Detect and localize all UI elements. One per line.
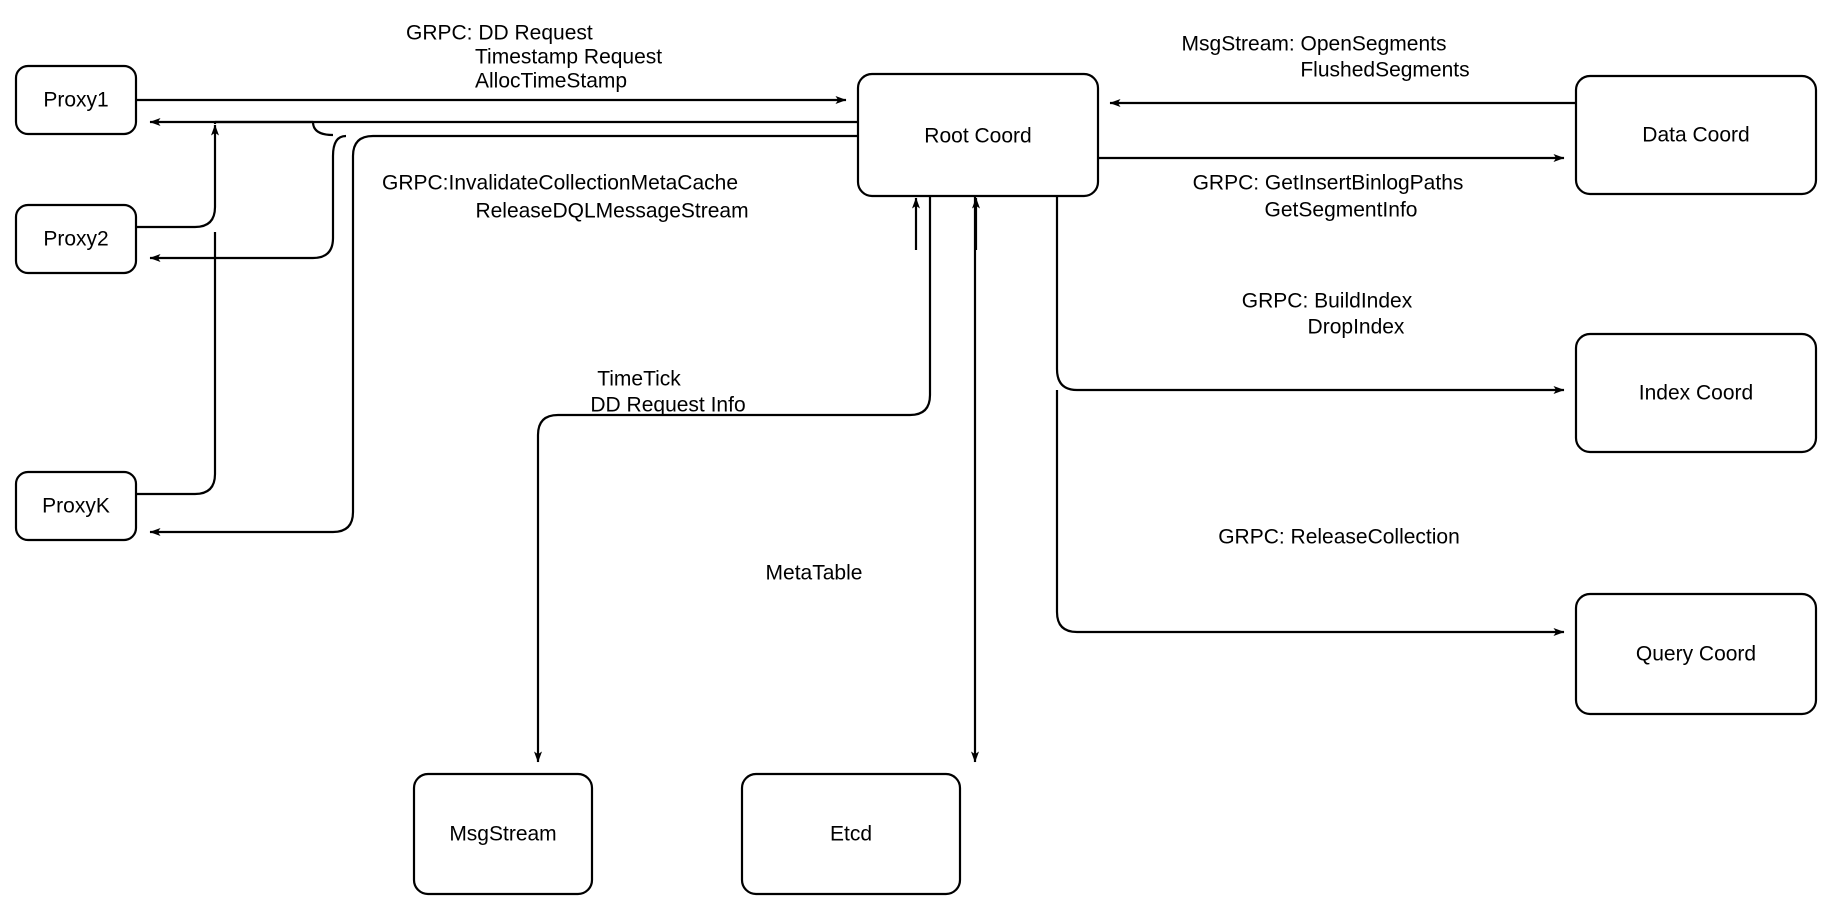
node-proxy1[interactable]: Proxy1 xyxy=(14,64,138,136)
edge-label-root-to-querycoord-line1: GRPC: ReleaseCollection xyxy=(1218,526,1460,549)
node-rootcoord-label: Root Coord xyxy=(924,125,1031,148)
edge-rootcoord-to-proxy2 xyxy=(149,134,347,262)
edge-rootcoord-to-proxy1 xyxy=(149,118,334,137)
node-datacoord-label: Data Coord xyxy=(1642,124,1749,147)
edge-label-root-to-msgstream-line1: TimeTick xyxy=(597,368,681,391)
edge-label-proxy-to-root-line1: GRPC: DD Request xyxy=(406,22,593,45)
node-layer: Proxy1 Proxy2 ProxyK Root Coord Data Coo… xyxy=(14,64,1818,896)
edge-rootcoord-to-querycoord xyxy=(1055,390,1565,636)
edge-label-datacoord-to-root-line2: FlushedSegments xyxy=(1300,59,1469,82)
node-rootcoord-rect[interactable] xyxy=(856,72,1100,198)
node-etcd-label: Etcd xyxy=(830,823,872,846)
edge-proxyk-to-rootcoord xyxy=(136,232,217,496)
edge-label-root-to-proxy: GRPC:InvalidateCollectionMetaCache Relea… xyxy=(382,172,749,223)
node-indexcoord-label: Index Coord xyxy=(1639,382,1753,405)
node-msgstream-rect[interactable] xyxy=(412,772,594,896)
node-etcd-rect[interactable] xyxy=(740,772,962,896)
edge-rootcoord-to-indexcoord xyxy=(1055,196,1565,394)
node-querycoord[interactable]: Query Coord xyxy=(1574,592,1818,716)
node-etcd[interactable]: Etcd xyxy=(740,772,962,896)
node-proxyk-rect[interactable] xyxy=(14,470,138,542)
node-rootcoord[interactable]: Root Coord xyxy=(856,72,1100,198)
edge-label-proxy-to-root: GRPC: DD Request Timestamp Request Alloc… xyxy=(406,22,662,93)
edge-label-proxy-to-root-line2: Timestamp Request xyxy=(475,46,662,69)
edge-label-proxy-to-root-line3: AllocTimeStamp xyxy=(475,70,627,93)
node-proxy2[interactable]: Proxy2 xyxy=(14,203,138,275)
edge-label-root-to-msgstream-line2: DD Request Info xyxy=(590,394,745,417)
edge-label-root-to-etcd-line1: MetaTable xyxy=(766,562,863,585)
edge-label-root-to-datacoord: GRPC: GetInsertBinlogPaths GetSegmentInf… xyxy=(1193,172,1464,222)
node-proxy1-rect[interactable] xyxy=(14,64,138,136)
edge-rootcoord-to-proxyk xyxy=(149,134,858,536)
edge-label-datacoord-to-root-line1: MsgStream: OpenSegments xyxy=(1182,33,1447,56)
edge-label-datacoord-to-root: MsgStream: OpenSegments FlushedSegments xyxy=(1182,33,1470,82)
edge-rootcoord-to-msgstream xyxy=(534,196,932,763)
edge-label-root-to-proxy-line1: GRPC:InvalidateCollectionMetaCache xyxy=(382,172,738,195)
node-datacoord[interactable]: Data Coord xyxy=(1574,74,1818,196)
node-indexcoord[interactable]: Index Coord xyxy=(1574,332,1818,454)
node-proxy2-rect[interactable] xyxy=(14,203,138,275)
edge-label-root-to-datacoord-line2: GetSegmentInfo xyxy=(1265,199,1418,222)
node-msgstream-label: MsgStream xyxy=(449,823,556,846)
edge-label-root-to-proxy-line2: ReleaseDQLMessageStream xyxy=(475,200,748,223)
edge-label-root-to-datacoord-line1: GRPC: GetInsertBinlogPaths xyxy=(1193,172,1464,195)
edge-label-root-to-etcd: MetaTable xyxy=(766,562,863,585)
node-proxy2-label: Proxy2 xyxy=(43,228,108,251)
node-proxyk[interactable]: ProxyK xyxy=(14,470,138,542)
edge-layer xyxy=(136,96,1576,763)
node-proxyk-label: ProxyK xyxy=(42,495,110,518)
edge-proxy2-to-rootcoord xyxy=(136,124,219,229)
node-indexcoord-rect[interactable] xyxy=(1574,332,1818,454)
edge-label-root-to-querycoord: GRPC: ReleaseCollection xyxy=(1218,526,1460,549)
node-msgstream[interactable]: MsgStream xyxy=(412,772,594,896)
edge-label-root-to-indexcoord-line1: GRPC: BuildIndex xyxy=(1242,290,1413,313)
edge-label-root-to-indexcoord-line2: DropIndex xyxy=(1308,316,1405,339)
node-querycoord-label: Query Coord xyxy=(1636,643,1756,666)
edge-label-root-to-indexcoord: GRPC: BuildIndex DropIndex xyxy=(1242,290,1413,339)
node-proxy1-label: Proxy1 xyxy=(43,89,108,112)
edge-label-root-to-msgstream: TimeTick DD Request Info xyxy=(590,368,745,417)
edge-label-layer: GRPC: DD Request Timestamp Request Alloc… xyxy=(382,22,1470,585)
node-querycoord-rect[interactable] xyxy=(1574,592,1818,716)
node-datacoord-rect[interactable] xyxy=(1574,74,1818,196)
